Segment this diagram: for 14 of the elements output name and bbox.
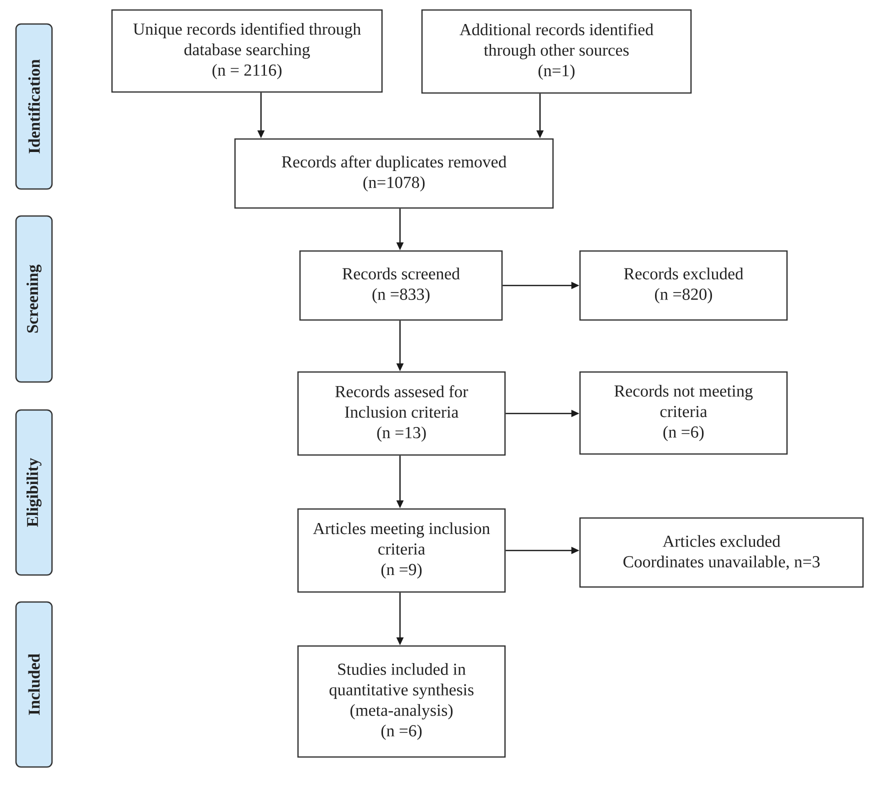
stage-band: Identification xyxy=(15,23,53,190)
process-box: Articles meeting inclusion criteria (n =9) xyxy=(297,508,506,593)
stage-band: Eligibility xyxy=(15,409,53,576)
process-box: Articles excluded Coordinates unavailable, n=3 xyxy=(579,517,864,588)
process-box: Studies included in quantitative synthesis (meta-analysis) (n =6) xyxy=(297,645,506,758)
process-box: Records screened (n =833) xyxy=(299,250,503,321)
process-box: Records not meeting criteria (n =6) xyxy=(579,371,788,455)
process-box: Additional records identified through other sources (n=1) xyxy=(421,9,692,94)
process-box: Records excluded (n =820) xyxy=(579,250,788,321)
stage-band: Included xyxy=(15,601,53,768)
process-box: Records assesed for Inclusion criteria (n =13) xyxy=(297,371,506,456)
process-box: Unique records identified through database searching (n = 2116) xyxy=(111,9,383,93)
stage-band: Screening xyxy=(15,215,53,383)
process-box: Records after duplicates removed (n=1078) xyxy=(234,138,554,209)
